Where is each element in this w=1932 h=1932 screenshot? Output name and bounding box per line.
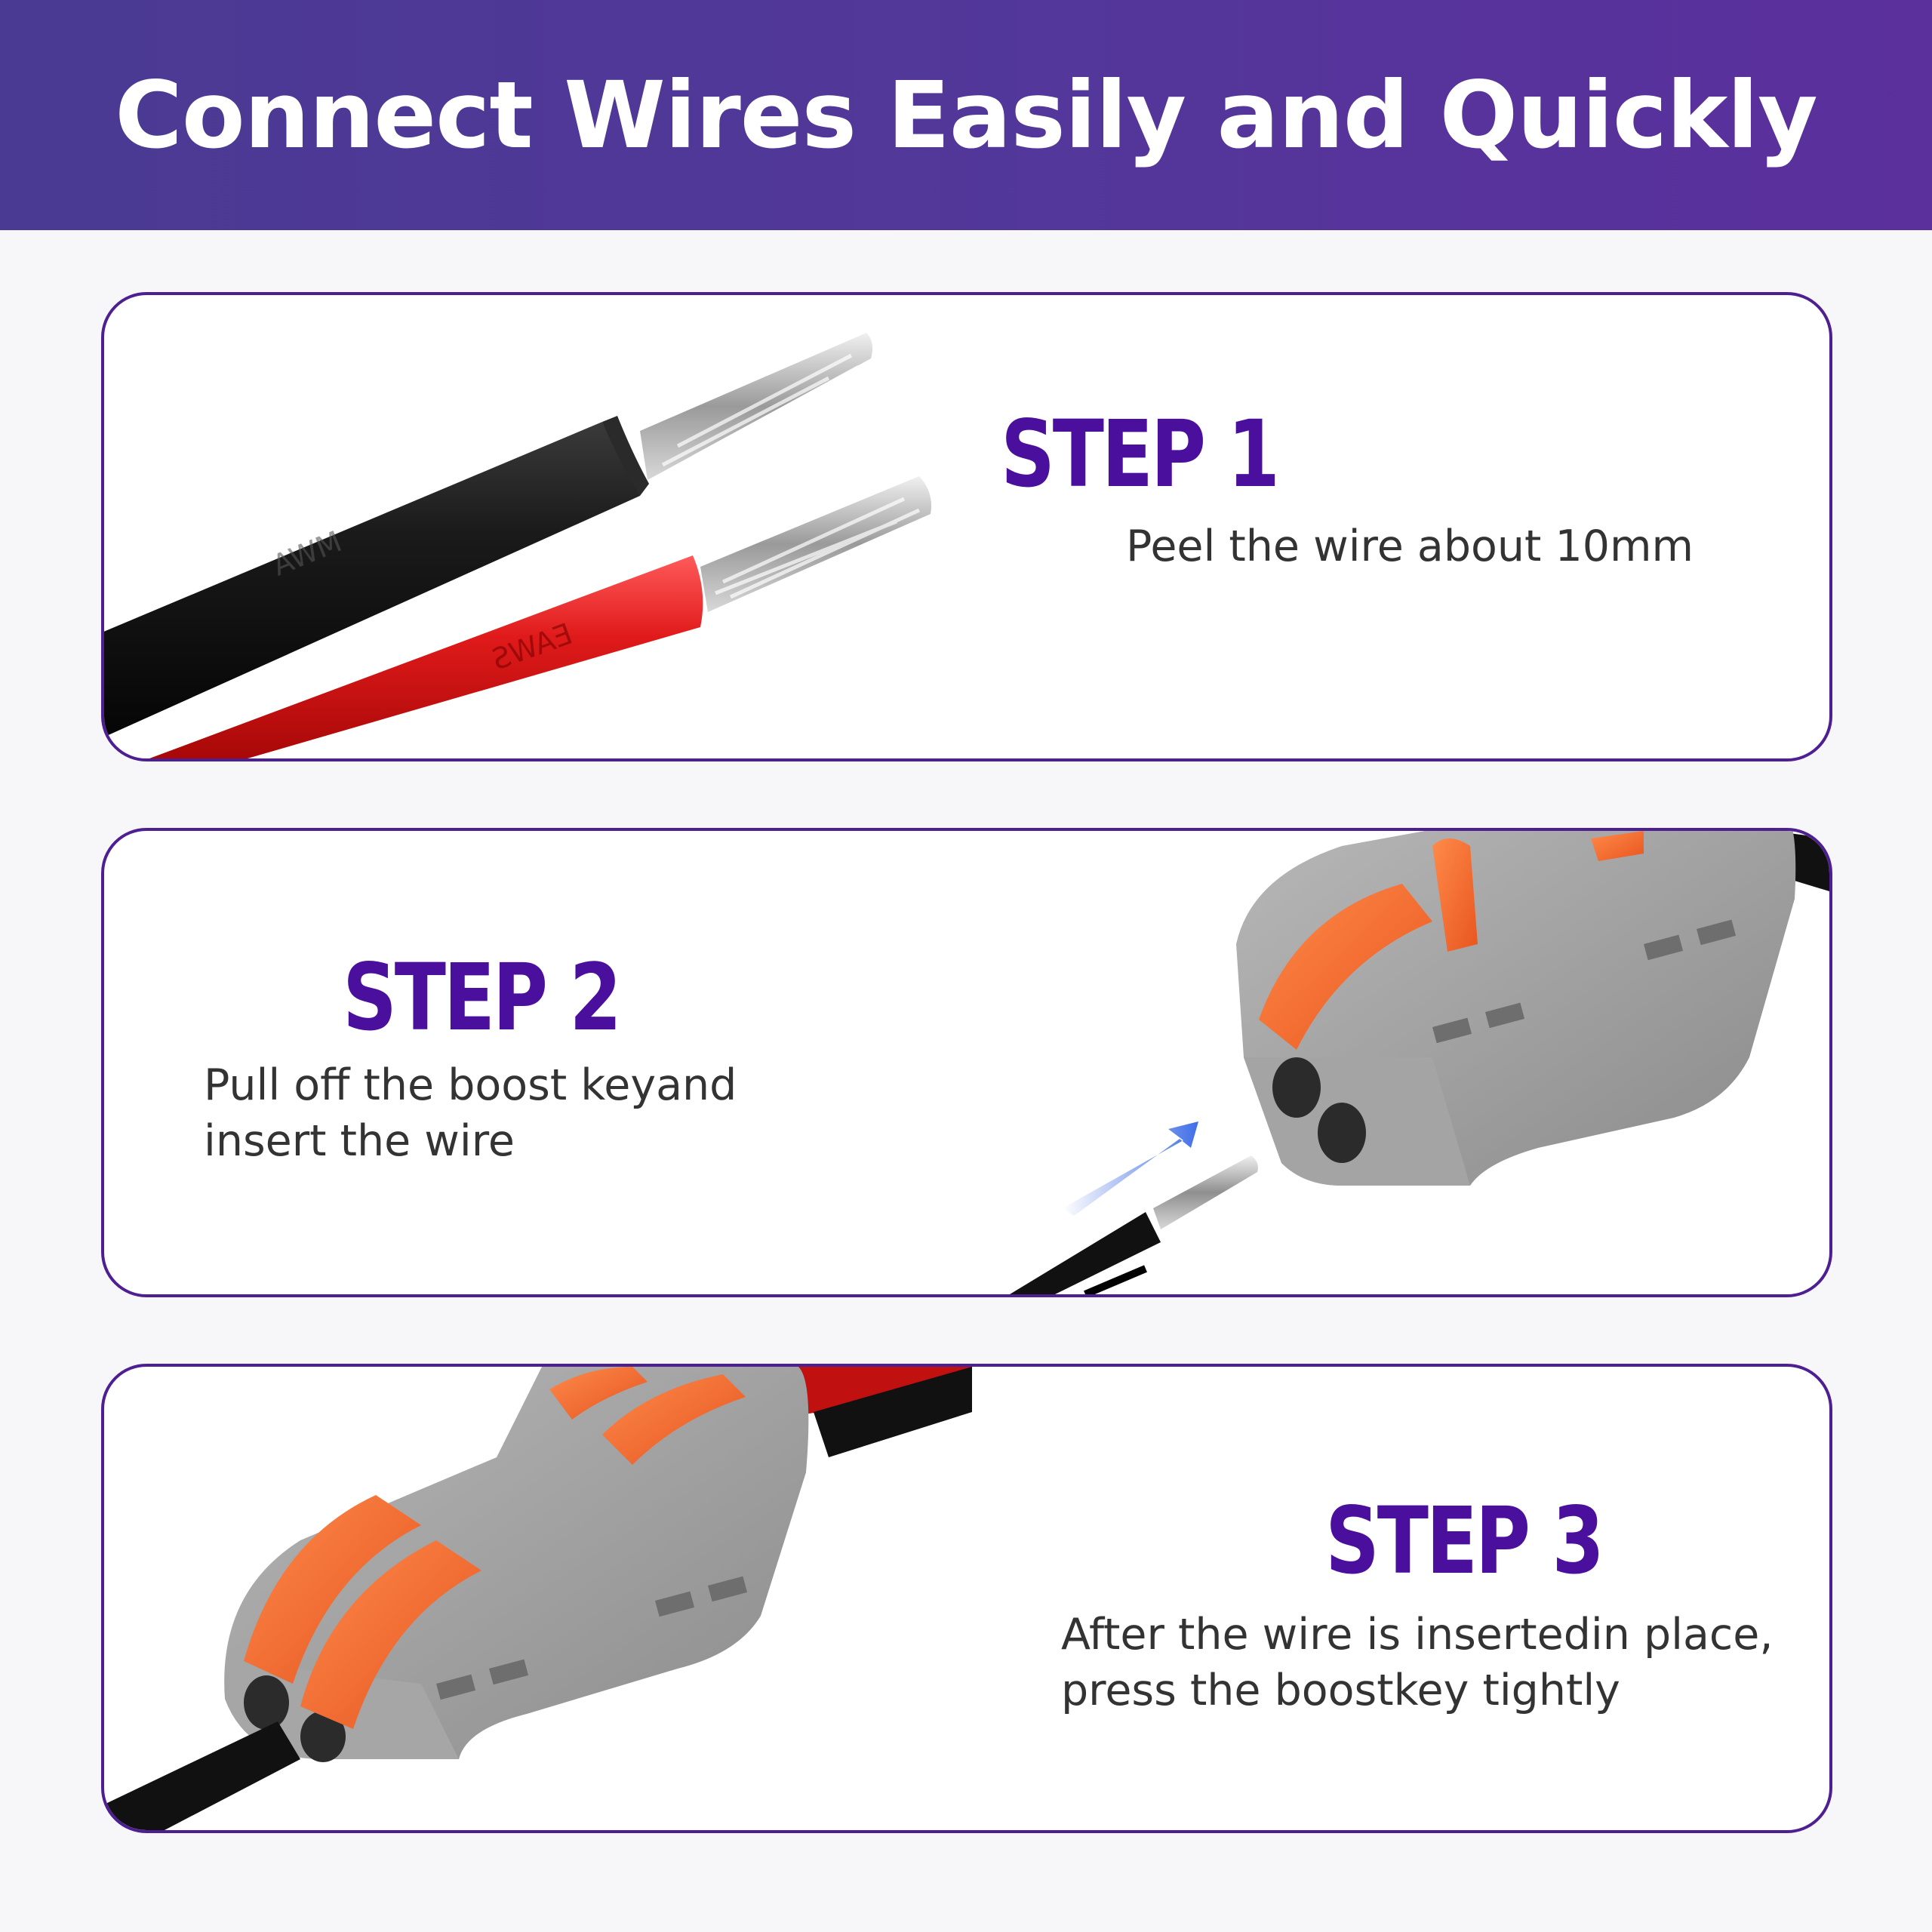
connector-locked-illustration [104, 1367, 972, 1830]
red-wire-strands [700, 476, 931, 612]
step-3-line-1: After the wire is insertedin place, [1061, 1610, 1774, 1660]
step-1-title: STEP 1 [1001, 401, 1280, 508]
page-title: Connect Wires Easily and Quickly [115, 61, 1817, 169]
connector-insert-illustration [1010, 831, 1829, 1294]
step-2-line-1: Pull off the boost keyand [204, 1060, 737, 1110]
step-3-line-2: press the boostkey tightly [1061, 1666, 1620, 1715]
step-1-card: AWM ƧWAƎ STEP 1 Peel the wire about 10mm [101, 292, 1832, 761]
step-3-description: After the wire is insertedin place, pres… [1061, 1607, 1773, 1718]
insert-wire [1010, 1212, 1161, 1294]
step-2-line-2: insert the wire [204, 1116, 515, 1166]
step-3-card: STEP 3 After the wire is insertedin plac… [101, 1364, 1832, 1833]
insert-wire-strands [1153, 1155, 1258, 1229]
step-1-line-1: Peel the wire about 10mm [1126, 521, 1694, 571]
lever-orange-left [244, 1495, 421, 1684]
step-3-title: STEP 3 [1325, 1487, 1604, 1595]
wire-hole-left [1272, 1057, 1321, 1118]
step-2-description: Pull off the boost keyand insert the wir… [204, 1057, 737, 1169]
wire-hole-right [1318, 1103, 1366, 1163]
stripped-wires-illustration: AWM ƧWAƎ [104, 333, 931, 758]
lever-orange-right [300, 1540, 481, 1729]
step-2-card: STEP 2 Pull off the boost keyand insert … [101, 828, 1832, 1297]
step-1-description: Peel the wire about 10mm [1126, 518, 1694, 574]
red-wire [149, 555, 703, 758]
lever-orange-open [1432, 838, 1478, 952]
inserted-wire [104, 1721, 300, 1830]
black-wire [104, 422, 640, 737]
header-banner: Connect Wires Easily and Quickly [0, 0, 1932, 230]
step-2-title: STEP 2 [343, 944, 622, 1051]
lever-orange-closed [1259, 884, 1432, 1050]
insert-arrow-icon [1063, 1121, 1198, 1216]
